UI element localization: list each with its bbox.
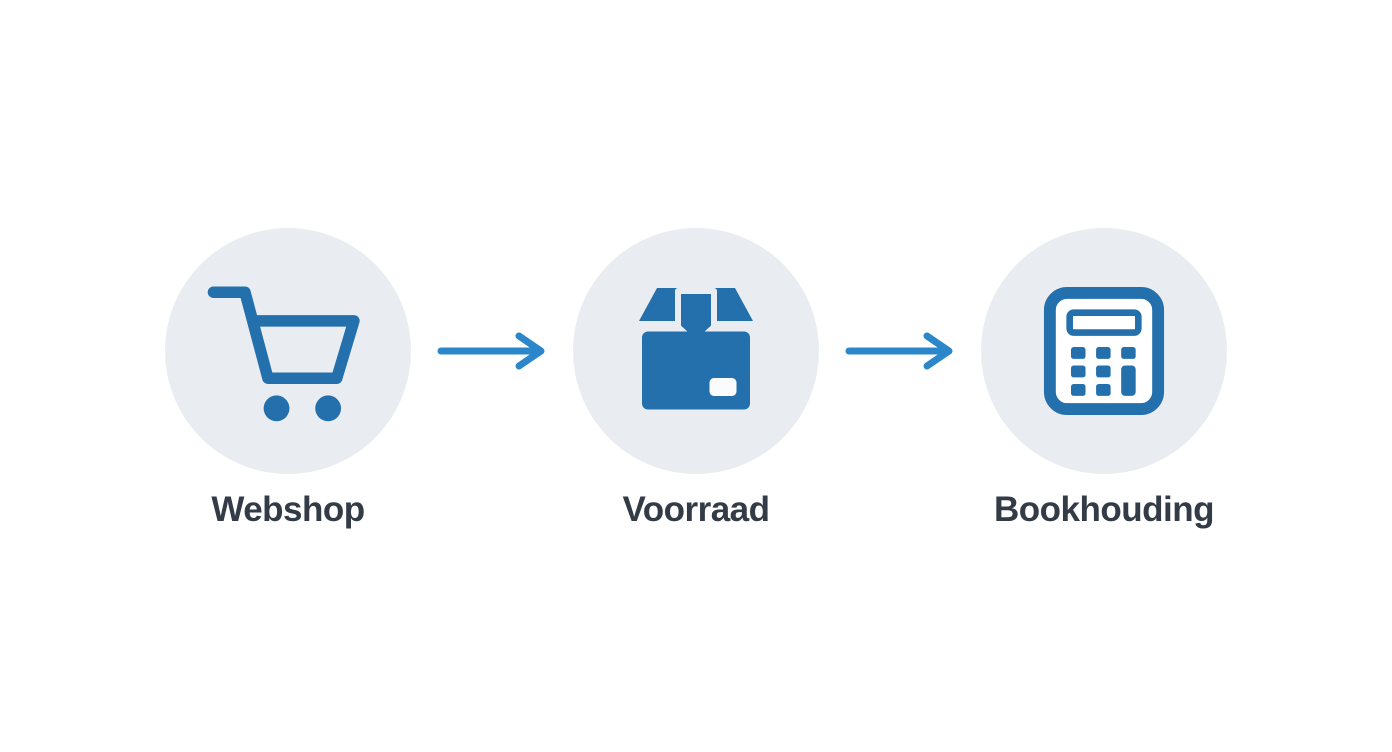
node-voorraad: Voorraad	[572, 228, 820, 530]
shopping-cart-icon	[207, 286, 360, 422]
node-label-bookhouding: Bookhouding	[993, 490, 1215, 529]
voorraad-circle	[573, 228, 819, 474]
node-webshop: Webshop	[164, 228, 412, 530]
arrow-right-icon	[437, 332, 545, 370]
node-label-voorraad: Voorraad	[622, 490, 770, 529]
calculator-icon	[1043, 286, 1165, 416]
node-bookhouding: Bookhouding	[980, 228, 1228, 530]
node-label-webshop: Webshop	[211, 490, 365, 529]
package-box-icon	[639, 288, 753, 410]
arrow-right-icon	[845, 332, 953, 370]
flow-row: Webshop Vo	[0, 228, 1392, 530]
webshop-circle	[165, 228, 411, 474]
arrow-webshop-to-voorraad	[412, 228, 572, 474]
arrow-voorraad-to-bookhouding	[820, 228, 980, 474]
bookhouding-circle	[981, 228, 1227, 474]
